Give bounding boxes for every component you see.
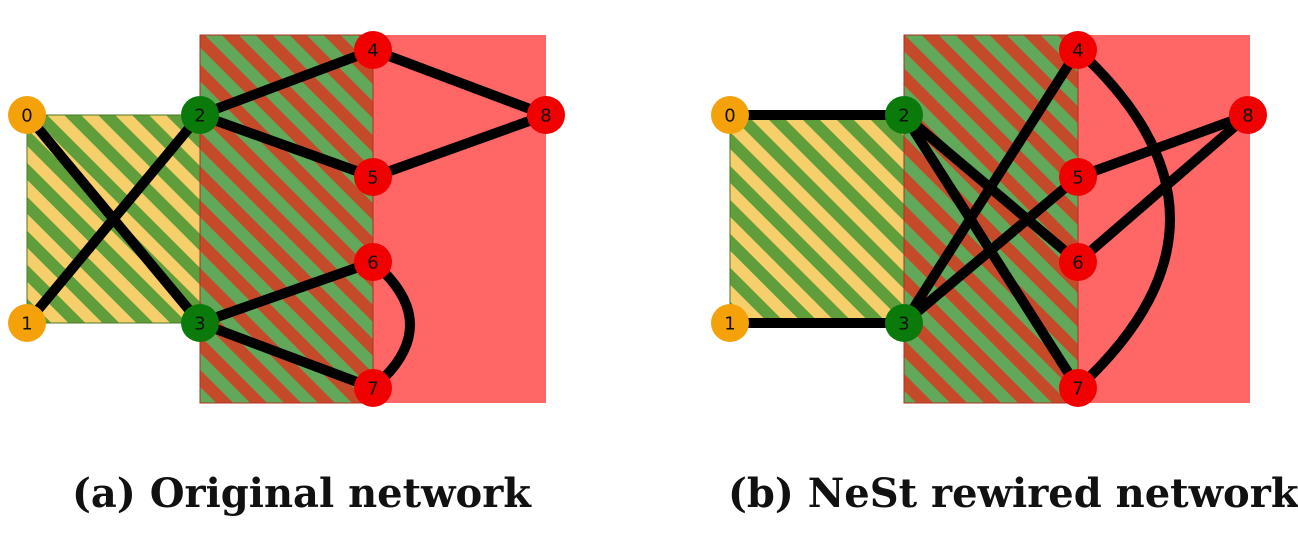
- node-label: 4: [367, 41, 378, 62]
- node-label: 6: [367, 253, 378, 274]
- node-circle: [181, 304, 219, 342]
- node-label: 3: [898, 314, 909, 335]
- node-label: 0: [724, 106, 735, 127]
- node-label: 7: [367, 379, 378, 400]
- node-circle: [1059, 243, 1097, 281]
- node-label: 3: [194, 314, 205, 335]
- node-3: 3: [181, 304, 219, 342]
- red-community-region: [1078, 35, 1250, 403]
- node-2: 2: [885, 96, 923, 134]
- node-circle: [711, 304, 749, 342]
- node-0: 0: [711, 96, 749, 134]
- edge-4-7: [1074, 46, 1175, 392]
- edge-4-8: [371, 45, 548, 120]
- node-1: 1: [711, 304, 749, 342]
- node-circle: [354, 369, 392, 407]
- node-circle: [8, 96, 46, 134]
- node-circle: [885, 96, 923, 134]
- edge-1-2: [23, 111, 204, 327]
- orange-green-overlap-region: [729, 114, 905, 324]
- node-circle: [711, 96, 749, 134]
- node-0: 0: [8, 96, 46, 134]
- edge-5-8: [371, 110, 548, 182]
- node-8: 8: [1229, 96, 1267, 134]
- red-community-region: [373, 35, 546, 403]
- node-circle: [354, 158, 392, 196]
- node-circle: [354, 31, 392, 69]
- original-network-graph: 0 1 2 3 4 5 6 7 8: [8, 31, 565, 407]
- red-green-overlap-region: [199, 34, 374, 404]
- caption-original-network: (a) Original network: [72, 470, 532, 517]
- edge-3-7: [198, 318, 375, 393]
- node-label: 6: [1072, 253, 1083, 274]
- node-2: 2: [181, 96, 219, 134]
- node-circle: [181, 96, 219, 134]
- node-circle: [527, 96, 565, 134]
- panel-rewired-network: 0 1 2 3 4 5 6 7 8: [700, 0, 1298, 450]
- node-circle: [1229, 96, 1267, 134]
- node-5: 5: [1059, 158, 1097, 196]
- panel-original-network: 0 1 2 3 4 5 6 7 8: [0, 0, 600, 450]
- edge-3-4: [899, 47, 1083, 326]
- edge-2-5: [198, 110, 375, 182]
- node-8: 8: [527, 96, 565, 134]
- node-circle: [354, 243, 392, 281]
- node-6: 6: [354, 243, 392, 281]
- node-7: 7: [1059, 369, 1097, 407]
- node-label: 2: [194, 106, 205, 127]
- node-label: 1: [21, 314, 32, 335]
- node-1: 1: [8, 304, 46, 342]
- node-label: 2: [898, 106, 909, 127]
- node-label: 8: [540, 106, 551, 127]
- node-circle: [8, 304, 46, 342]
- caption-rewired-network: (b) NeSt rewired network: [728, 470, 1298, 517]
- node-label: 7: [1072, 379, 1083, 400]
- edge-2-4: [198, 45, 375, 120]
- rewired-network-graph: 0 1 2 3 4 5 6 7 8: [711, 31, 1267, 407]
- edge-3-6: [198, 257, 375, 328]
- node-label: 0: [21, 106, 32, 127]
- edge-5-8: [1076, 110, 1250, 182]
- node-label: 5: [367, 168, 378, 189]
- node-label: 5: [1072, 168, 1083, 189]
- node-circle: [1059, 369, 1097, 407]
- node-circle: [885, 304, 923, 342]
- node-6: 6: [1059, 243, 1097, 281]
- node-3: 3: [885, 304, 923, 342]
- edge-3-5: [900, 173, 1082, 327]
- node-circle: [1059, 158, 1097, 196]
- node-label: 1: [724, 314, 735, 335]
- node-4: 4: [1059, 31, 1097, 69]
- node-5: 5: [354, 158, 392, 196]
- node-4: 4: [354, 31, 392, 69]
- node-7: 7: [354, 369, 392, 407]
- node-label: 8: [1242, 106, 1253, 127]
- node-label: 4: [1072, 41, 1083, 62]
- node-circle: [1059, 31, 1097, 69]
- edge-6-7: [369, 258, 415, 392]
